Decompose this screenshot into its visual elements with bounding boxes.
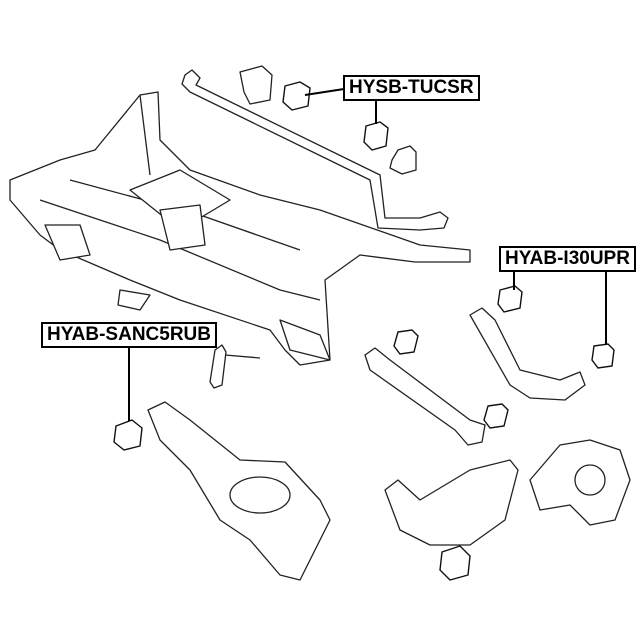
stabilizer-bushing-2 bbox=[363, 121, 389, 151]
stabilizer-bushing bbox=[282, 81, 311, 111]
stabilizer-bracket-2 bbox=[389, 145, 417, 175]
knuckle-hub bbox=[574, 464, 606, 496]
upper-control-arm bbox=[469, 307, 586, 401]
lateral-arm bbox=[384, 459, 519, 546]
upper-arm-bushing-2 bbox=[591, 343, 615, 369]
lower-control-arm bbox=[364, 347, 486, 446]
lower-arm-bushing bbox=[393, 329, 419, 355]
part-label-hyab-i30upr: HYAB-I30UPR bbox=[499, 246, 636, 272]
part-label-hyab-sanc5rub: HYAB-SANC5RUB bbox=[41, 322, 217, 348]
arm-bushing bbox=[439, 545, 471, 581]
upper-arm-bushing bbox=[497, 285, 523, 313]
trailing-arm-bushing bbox=[113, 419, 143, 451]
lower-arm-bushing-2 bbox=[483, 403, 509, 429]
stabilizer-bar bbox=[181, 69, 449, 231]
trailing-arm-seat bbox=[229, 476, 291, 514]
stabilizer-bracket bbox=[239, 65, 273, 105]
stabilizer-link-stud bbox=[224, 354, 261, 359]
part-label-hysb-tucsr: HYSB-TUCSR bbox=[343, 75, 480, 101]
stabilizer-link bbox=[209, 344, 227, 389]
leader-line bbox=[304, 88, 345, 96]
rear-subframe bbox=[9, 91, 471, 366]
